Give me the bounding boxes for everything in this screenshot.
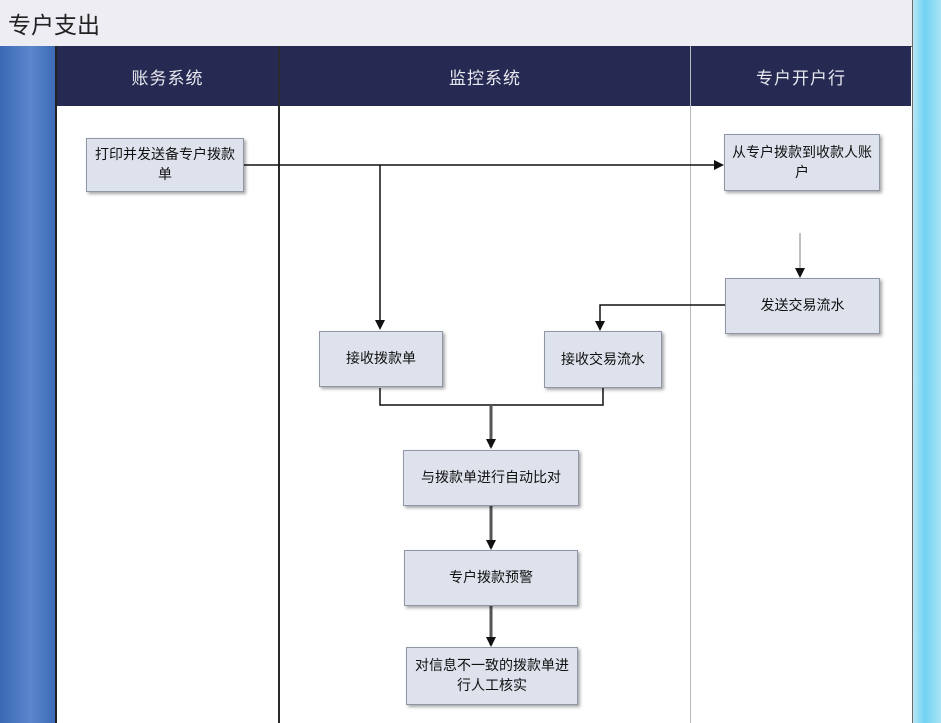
lane-header-monitoring: 监控系统 xyxy=(280,46,690,106)
node-manual-check: 对信息不一致的拨款单进行人工核实 xyxy=(406,647,578,705)
lane-header-bank: 专户开户行 xyxy=(691,46,911,106)
node-transfer-to-payee: 从专户拨款到收款人账户 xyxy=(724,134,880,191)
diagram-frame: 专户支出 账务系统 监控系统 专户开户行 打印并发送备专户拨款单 从专户拨款到收… xyxy=(0,0,913,723)
edge-merge-join xyxy=(379,388,604,406)
node-auto-compare: 与拨款单进行自动比对 xyxy=(403,450,579,506)
node-print-send-slip: 打印并发送备专户拨款单 xyxy=(86,138,244,192)
connectors xyxy=(244,160,805,647)
lane-separator xyxy=(278,46,280,723)
lane-header-accounting: 账务系统 xyxy=(57,46,278,106)
node-receive-slip: 接收拨款单 xyxy=(319,331,443,387)
lane-separator xyxy=(690,46,691,723)
node-send-transaction-flow: 发送交易流水 xyxy=(725,278,880,334)
edge-send-flow-to-receive-flow xyxy=(595,304,725,331)
pool-side-strip xyxy=(0,46,57,723)
diagram-title: 专户支出 xyxy=(8,13,100,39)
node-alert: 专户拨款预警 xyxy=(404,550,578,606)
background-edge xyxy=(912,0,941,723)
node-receive-transaction-flow: 接收交易流水 xyxy=(544,331,662,388)
